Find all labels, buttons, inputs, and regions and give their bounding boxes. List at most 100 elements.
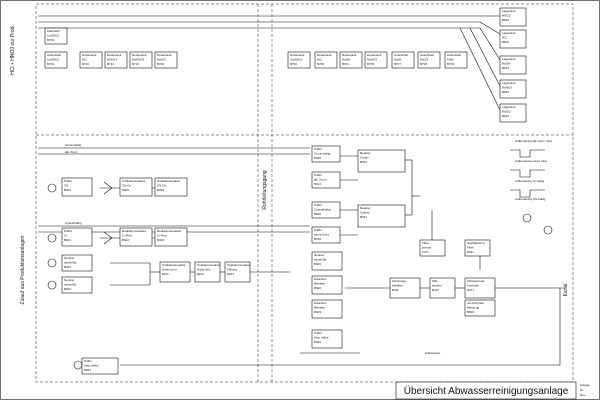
unit-id: B031 <box>64 265 71 269</box>
unit-medium: Cyanid <box>360 211 370 215</box>
unit-name: Kalkmilch <box>47 29 60 33</box>
unit-id: B703 <box>47 38 54 42</box>
unit-box <box>499 7 527 27</box>
unit-name: Oxidationsreaktor <box>227 263 251 267</box>
unit-medium: Chrom <box>360 156 370 160</box>
unit-name: Ansetzbeh. <box>447 53 462 57</box>
unit-id: B690 <box>467 310 474 314</box>
unit-medium: behälter <box>392 284 403 288</box>
tank-connector <box>459 27 501 111</box>
unit-id: B021 <box>64 238 71 242</box>
unit-medium: CN-Ox <box>122 184 132 188</box>
unit-box <box>79 51 103 69</box>
unit-name: Dosiertank <box>317 53 332 57</box>
pump-icon <box>73 360 83 370</box>
pump-icon <box>47 258 57 268</box>
tank-connector <box>469 27 501 87</box>
unit-medium: HCl <box>317 58 322 62</box>
unit-box <box>339 51 363 69</box>
unit-medium: Ca(OH)2 <box>47 58 59 62</box>
unit-box <box>364 51 388 69</box>
unit-name: Puffer <box>64 229 72 233</box>
unit-medium: Nitrite prim. <box>162 268 178 272</box>
unit-medium: NaOCl <box>502 110 511 114</box>
unit-medium: HCl <box>502 36 507 40</box>
unit-box <box>391 51 415 69</box>
unit-id: B300 <box>314 156 321 160</box>
unit-name: Klär- <box>432 279 438 283</box>
unit-name: Puffer <box>314 228 322 232</box>
unit-name: Dosiertank <box>132 53 147 57</box>
unit-box <box>311 171 341 189</box>
unit-box <box>499 103 527 123</box>
plant-boundary <box>35 3 574 383</box>
unit-name: Schlussneutr. <box>467 279 485 283</box>
right-label: Kanal <box>563 284 569 297</box>
unit-id: B620 <box>502 90 509 94</box>
unit-id: B001 <box>64 188 71 192</box>
unit-name: Puffer <box>314 147 322 151</box>
unit-name: Lagertank <box>502 31 516 35</box>
unit-id: B002 <box>122 188 129 192</box>
unit-medium: NaOCl <box>157 58 166 62</box>
unit-medium: Filter <box>467 246 474 250</box>
unit-medium: NaNO3 <box>367 58 377 62</box>
unit-id: B051 <box>84 368 91 372</box>
unit-id: B702 <box>290 62 297 66</box>
unit-id: B032 <box>64 287 71 291</box>
unit-box <box>311 226 341 244</box>
unit-box <box>119 227 153 247</box>
pump-icon <box>543 225 553 235</box>
unit-id: B704 <box>47 62 54 66</box>
unit-box <box>61 227 93 247</box>
unit-box <box>44 27 68 45</box>
unit-b031: Neutral.sauer/alk.B031 <box>61 254 93 272</box>
unit-box <box>129 51 153 69</box>
unit-id: B314 <box>314 182 321 186</box>
unit-box <box>429 277 456 299</box>
unit-medium: HNO3 <box>502 14 511 18</box>
left-label-bottom: Zulauf aus Produktionsanlagen <box>20 235 26 304</box>
unit-box <box>159 261 191 283</box>
unit-name: Zwischen <box>314 277 327 281</box>
unit-name: Dosiertank <box>157 53 172 57</box>
unit-medium: Ca(OH)2 <box>47 34 59 38</box>
unit-medium: Fällung <box>227 268 237 272</box>
unit-medium: Chromhaltig <box>314 152 331 156</box>
unit-medium: sauer/alk. <box>64 283 77 287</box>
unit-id: B401 <box>314 262 321 266</box>
unit-name: Dosiertank <box>107 53 122 57</box>
unit-id: B602 <box>502 18 509 22</box>
unit-id: B315 <box>314 237 321 241</box>
legend-item: Aufbereitung Cr-haltig <box>515 179 545 183</box>
unit-medium: sauer/alk. <box>64 261 77 265</box>
unit-id: B604 <box>502 40 509 44</box>
unit-name: Ansetzbeh. <box>420 53 435 57</box>
pump-icon <box>522 213 532 223</box>
drawing-title: Übersicht Abwasserreinigungsanlage <box>404 385 569 397</box>
unit-name: Reaktor <box>360 206 371 210</box>
unit-box <box>44 51 68 69</box>
unit-medium: Nitrite fein <box>197 268 211 272</box>
unit-medium: FeCl3 <box>420 58 428 62</box>
unit-box <box>311 299 343 319</box>
unit-name: Filter- <box>422 241 430 245</box>
unit-medium: Kontrolle <box>467 284 479 288</box>
unit-name: Neutral. <box>64 256 75 260</box>
unit-medium: saure Konz. <box>314 233 330 237</box>
unit-id: B212 <box>197 272 204 276</box>
